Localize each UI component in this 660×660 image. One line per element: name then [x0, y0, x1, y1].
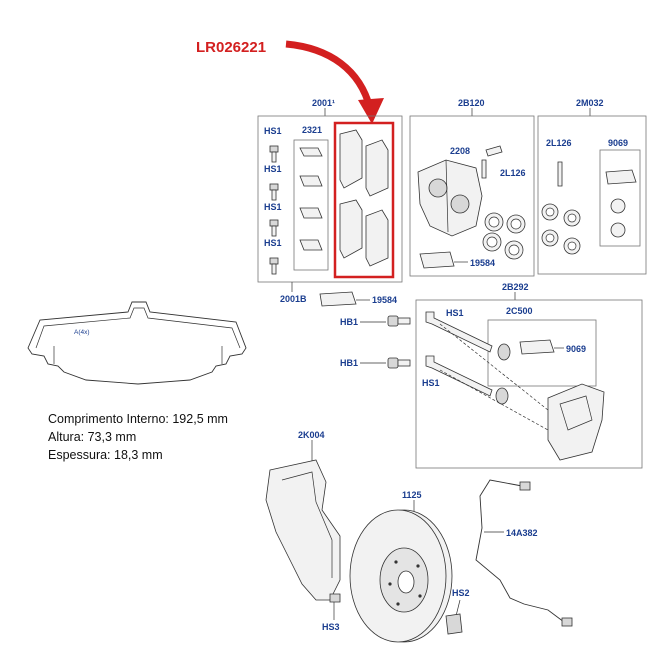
- hs2-screw: [445, 613, 463, 635]
- sensor-4: [519, 339, 555, 355]
- shield-detail: [281, 471, 333, 578]
- sensor-cable: [475, 479, 565, 623]
- clip-set: [299, 147, 323, 251]
- pad-outline-drawing: [27, 301, 247, 385]
- label-hs1-c: HS1: [264, 202, 282, 212]
- label-2l126-a: 2L126: [500, 168, 526, 178]
- box-seal-kit: [537, 115, 647, 275]
- caliper-body: [417, 159, 483, 237]
- highlight-arrow: [285, 40, 374, 109]
- highlight-part-number: LR026221: [196, 39, 266, 56]
- label-hs1-b: HS1: [264, 164, 282, 174]
- label-19584-a: 19584: [372, 295, 397, 305]
- label-hs2: HS2: [452, 588, 470, 598]
- label-2b292: 2B292: [502, 282, 529, 292]
- assembly-lines: [439, 323, 549, 431]
- box-clips: [293, 139, 329, 271]
- sensor-connector: [519, 481, 531, 491]
- box-pads-kit: [257, 115, 403, 283]
- sensor-tip: [561, 617, 573, 627]
- label-20018: 2001¹: [312, 98, 335, 108]
- label-9069-b: 9069: [566, 344, 586, 354]
- label-hb1-b: HB1: [340, 358, 358, 368]
- label-2l126-b: 2L126: [546, 138, 572, 148]
- label-19584-b: 19584: [470, 258, 495, 268]
- dust-shield: [265, 459, 341, 601]
- guide-pins: [425, 311, 493, 397]
- bolt-set: [269, 145, 279, 275]
- highlight-arrowhead: [358, 98, 384, 124]
- label-20018b: 2001B: [280, 294, 307, 304]
- carrier-bracket: [547, 383, 605, 461]
- leader: [455, 599, 461, 617]
- brake-pads: [339, 129, 389, 267]
- box-9069-a: [599, 149, 641, 247]
- label-2k004: 2K004: [298, 430, 325, 440]
- label-2208: 2208: [450, 146, 470, 156]
- wear-sensor-2: [419, 251, 455, 269]
- label-hs1-a: HS1: [264, 126, 282, 136]
- cap-2: [557, 161, 563, 187]
- box-2c500: [487, 319, 597, 387]
- sensor-3: [605, 169, 637, 185]
- label-hs1-d: HS1: [264, 238, 282, 248]
- label-hs3: HS3: [322, 622, 340, 632]
- piston-seals: [482, 212, 526, 260]
- label-hs1-e: HS1: [446, 308, 464, 318]
- guide-bushings: [495, 343, 511, 405]
- label-2m032: 2M032: [576, 98, 604, 108]
- label-hs1-f: HS1: [422, 378, 440, 388]
- label-hb1-a: HB1: [340, 317, 358, 327]
- spec-height: Altura: 73,3 mm: [48, 430, 137, 444]
- spec-thickness: Espessura: 18,3 mm: [48, 448, 163, 462]
- highlight-pads-box: [333, 121, 395, 279]
- hs3-screw: [329, 593, 341, 603]
- hb1-bolts: [387, 315, 411, 369]
- label-14a382: 14A382: [506, 528, 538, 538]
- wear-sensor-1: [319, 291, 357, 307]
- bushings: [610, 198, 626, 238]
- brake-disc: [349, 509, 453, 643]
- box-caliper: [409, 115, 535, 277]
- label-2c500: 2C500: [506, 306, 533, 316]
- cap: [481, 159, 487, 179]
- label-2321: 2321: [302, 125, 322, 135]
- label-9069-a: 9069: [608, 138, 628, 148]
- pad-label: A(4x): [74, 329, 90, 336]
- bleed-screw: [485, 145, 503, 157]
- spec-internal-length: Comprimento Interno: 192,5 mm: [48, 412, 228, 426]
- seal-rings: [541, 203, 581, 255]
- label-2b120: 2B120: [458, 98, 485, 108]
- label-1125: 1125: [402, 490, 422, 500]
- box-carrier: [415, 299, 643, 469]
